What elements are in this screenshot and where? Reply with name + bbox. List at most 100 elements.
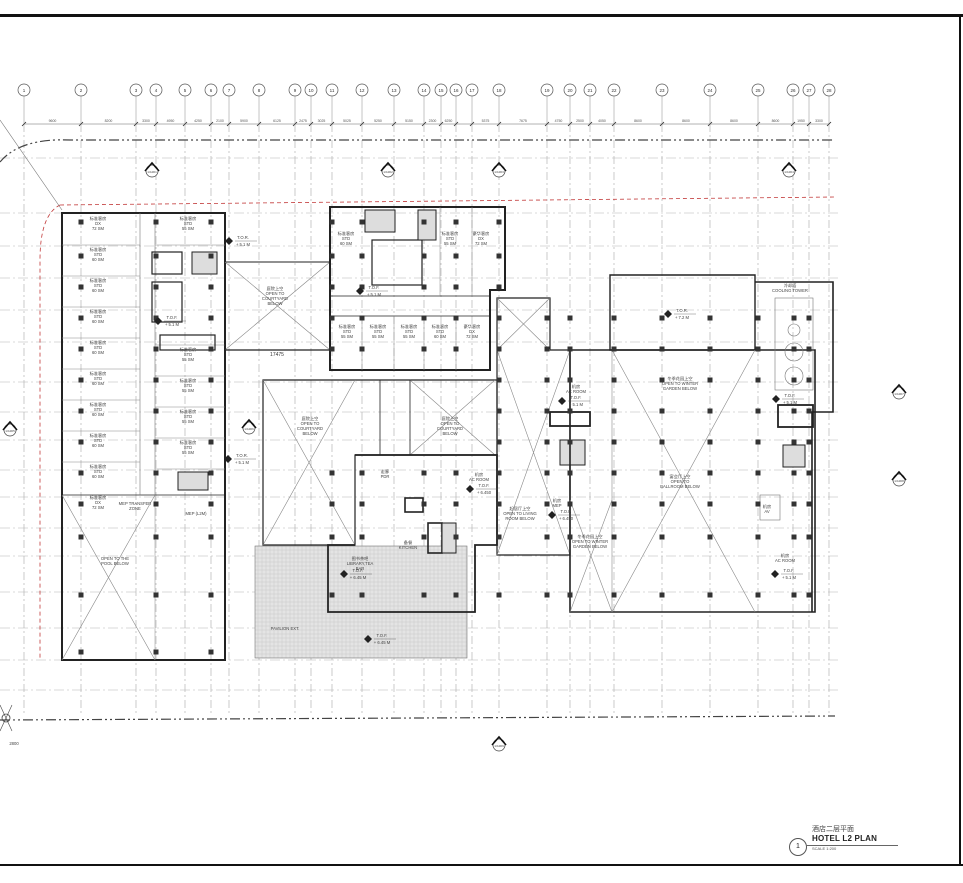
grid-bubble-9: 9 [288,83,302,124]
column [208,253,214,259]
grid-dimension: 5375 [482,119,490,123]
grid-bubble-3: 3 [129,83,143,124]
level-tag: T.O.R.+ 7.2 M [664,308,696,320]
column [208,377,214,383]
column [791,470,797,476]
svg-text:60 SM: 60 SM [92,443,105,448]
svg-text:OPEN TO: OPEN TO [266,291,285,296]
svg-text:标准客房: 标准客房 [90,308,107,315]
column [453,253,459,259]
column [78,346,84,352]
svg-text:+ 5.1 M: + 5.1 M [165,322,180,327]
grid-bubble-17: 17 [465,83,479,124]
column [153,592,159,598]
svg-text:22: 22 [611,88,617,93]
level-tag: T.O.F.+ 5.1 M [771,568,803,580]
column [153,315,159,321]
column [806,470,812,476]
column [496,592,502,598]
drawing-number-bubble: 1 [789,838,807,856]
svg-text:起居厅上空: 起居厅上空 [510,505,531,512]
column [78,408,84,414]
column [421,501,427,507]
column [611,377,617,383]
svg-text:机房: 机房 [553,497,561,504]
grid-dimension: 8600 [772,119,780,123]
column [806,408,812,414]
grid-bubble-25: 25 [751,83,765,124]
svg-text:标准客房: 标准客房 [339,323,356,330]
column [496,284,502,290]
svg-text:冬季花园上空: 冬季花园上空 [667,375,692,382]
svg-text:标准客房: 标准客房 [90,339,107,346]
column [153,377,159,383]
column [544,346,550,352]
svg-text:庭院上空: 庭院上空 [442,415,459,422]
svg-text:17: 17 [469,88,475,93]
svg-text:ROOM BELOW: ROOM BELOW [505,516,534,521]
column [78,534,84,540]
column [707,439,713,445]
svg-text:标准客房: 标准客房 [90,277,107,284]
svg-text:60 SM: 60 SM [92,319,105,324]
column [359,592,365,598]
column [453,501,459,507]
svg-text:27: 27 [806,88,812,93]
grid-bubble-5: 5 [178,83,192,124]
svg-text:18: 18 [496,88,502,93]
svg-text:STD: STD [94,376,102,381]
svg-text:60 SM: 60 SM [434,334,447,339]
column [567,315,573,321]
column [755,439,761,445]
column [567,470,573,476]
grid-dimension: 4250 [194,119,202,123]
pavilion-deck-hatch [254,545,468,659]
svg-text:55 SM: 55 SM [182,226,195,231]
column [659,592,665,598]
column [791,315,797,321]
grid-bubble-10: 10 [304,83,318,124]
column [453,534,459,540]
svg-text:OPEN TO WINTER: OPEN TO WINTER [662,381,698,386]
column [659,377,665,383]
svg-text:T.O.F.: T.O.F. [561,509,572,514]
svg-text:55 SM: 55 SM [182,357,195,362]
svg-text:STD: STD [184,414,192,419]
grid-bubble-27: 27 [802,83,816,124]
level-tag: T.O.F.+ 5.1 M [558,395,590,407]
svg-text:55 SM: 55 SM [403,334,416,339]
column [359,501,365,507]
svg-text:备餐: 备餐 [404,539,413,546]
svg-text:COOLING TOWER: COOLING TOWER [772,288,808,293]
sheet-border-right [959,14,961,866]
column [567,534,573,540]
svg-text:豪华客房: 豪华客房 [473,230,490,237]
svg-text:机房: 机房 [763,503,771,510]
column [453,284,459,290]
column [791,346,797,352]
svg-text:60 SM: 60 SM [92,412,105,417]
bottom-dimension: 2800 [9,741,19,746]
grid-dimension: 4950 [167,119,175,123]
svg-text:KITCHEN: KITCHEN [399,545,417,550]
structural-columns [78,219,812,655]
drawing-title: HOTEL L2 PLAN [812,834,878,843]
svg-text:55 SM: 55 SM [372,334,385,339]
column [78,315,84,321]
drawing-title-chinese: 酒店二层平面 [812,826,854,833]
column [791,501,797,507]
svg-text:60 SM: 60 SM [92,350,105,355]
grid-bubble-12: 12 [355,83,369,124]
svg-text:72 SM: 72 SM [92,505,105,510]
grid-dimension: 2500 [576,119,584,123]
